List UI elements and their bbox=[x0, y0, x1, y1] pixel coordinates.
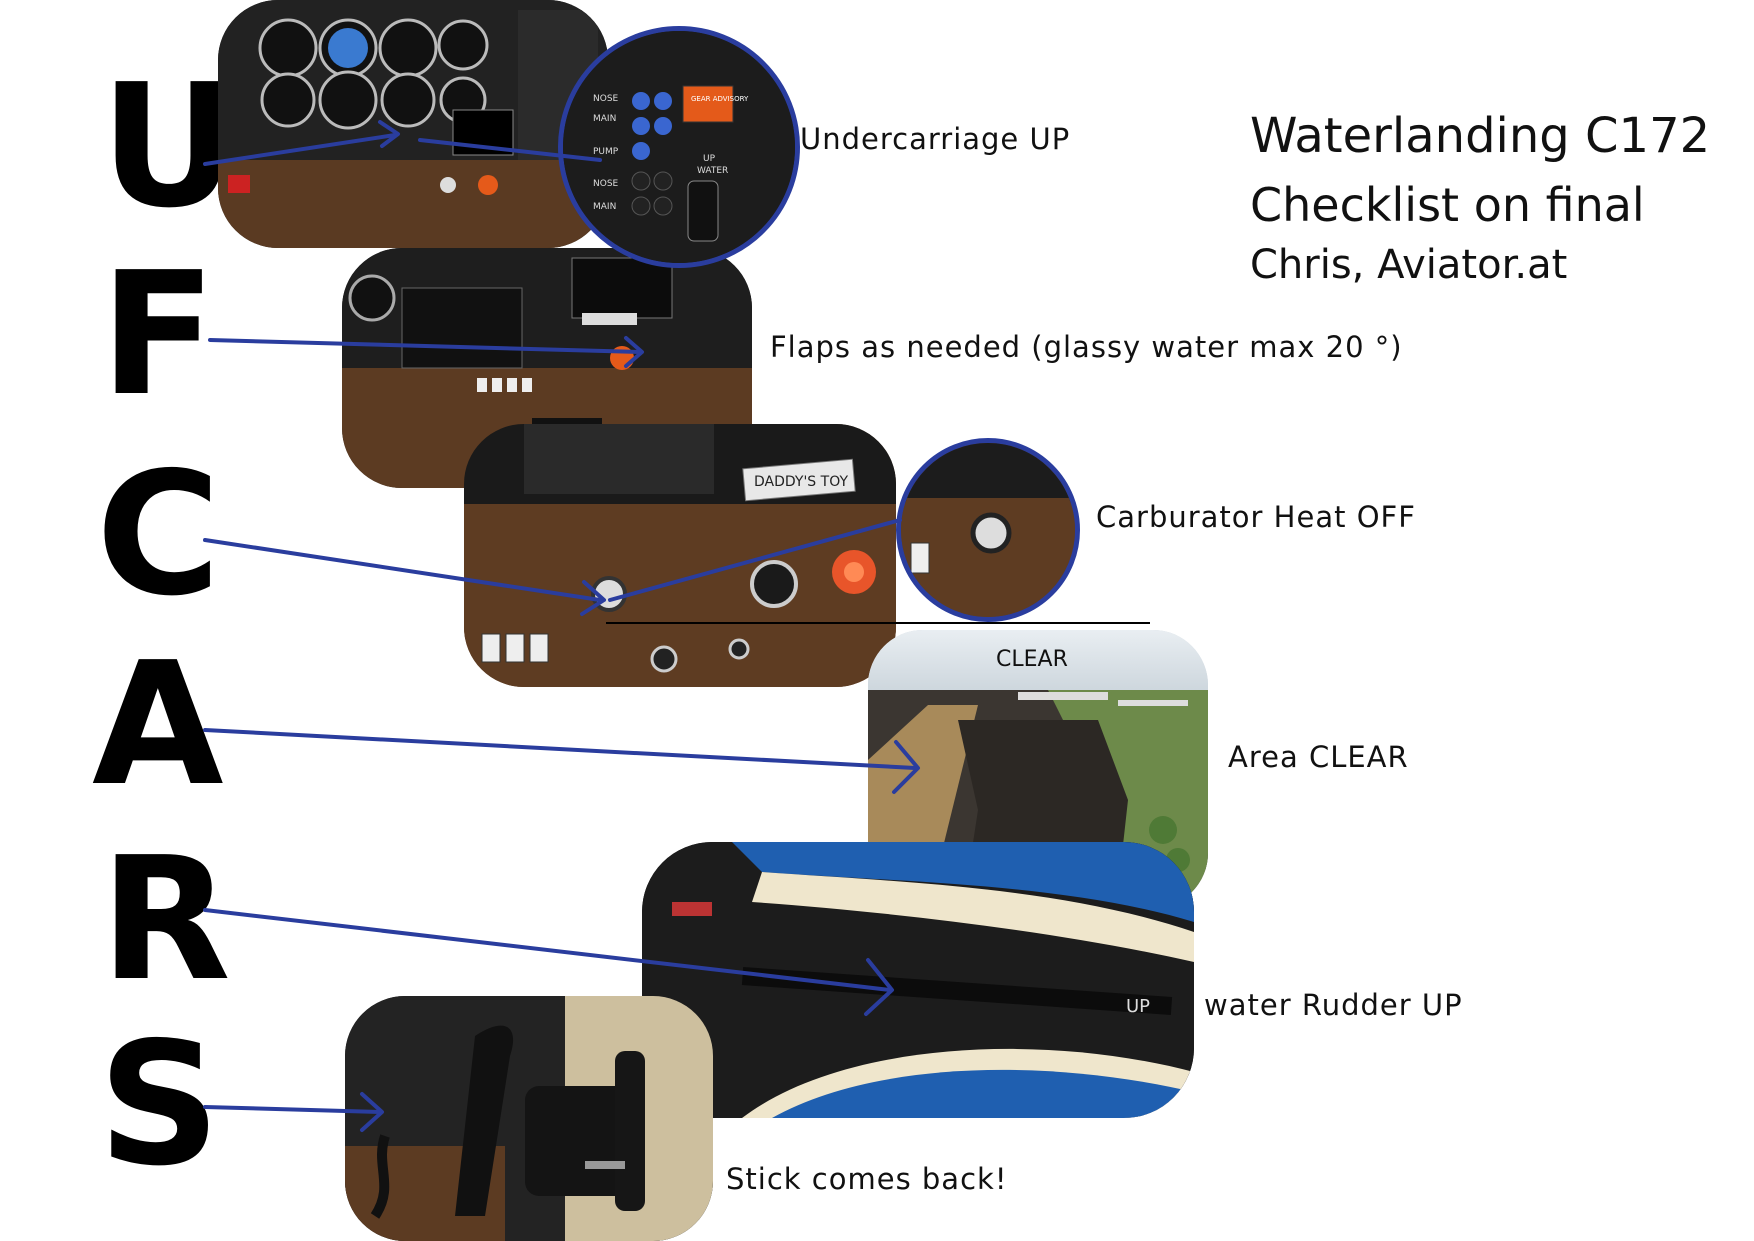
magnifier-link-c bbox=[608, 518, 902, 602]
gear-label-main-2: MAIN bbox=[593, 202, 616, 212]
arrow-r-head bbox=[864, 958, 894, 1016]
gear-label-water: WATER bbox=[697, 166, 728, 176]
label-area-clear: Area CLEAR bbox=[1228, 740, 1409, 774]
label-undercarriage: Undercarriage UP bbox=[800, 122, 1071, 156]
label-carb-heat: Carburator Heat OFF bbox=[1096, 500, 1416, 534]
arrow-u-head bbox=[378, 120, 400, 148]
carb-heat-magnifier bbox=[896, 438, 1080, 622]
rudder-photo-illustration: UP bbox=[642, 842, 1194, 1118]
label-flaps: Flaps as needed (glassy water max 20 °) bbox=[770, 330, 1403, 364]
label-water-rudder: water Rudder UP bbox=[1204, 988, 1463, 1022]
gear-label-main: MAIN bbox=[593, 114, 616, 124]
arrow-f-head bbox=[624, 336, 644, 368]
gear-advisory-label: GEAR ADVISORY bbox=[691, 95, 749, 103]
arrow-a-head bbox=[892, 740, 920, 794]
gear-label-nose-2: NOSE bbox=[593, 179, 619, 189]
yoke-photo-illustration bbox=[345, 996, 713, 1241]
arrow-f bbox=[208, 338, 642, 354]
letter-a: A bbox=[92, 626, 224, 824]
photo-water-rudder: UP bbox=[642, 842, 1194, 1118]
gear-label-pump: PUMP bbox=[593, 147, 619, 157]
title-line-2: Checklist on final bbox=[1250, 178, 1645, 232]
label-stick-back: Stick comes back! bbox=[726, 1162, 1008, 1196]
arrow-s bbox=[203, 1105, 382, 1114]
instrument-panel-illustration bbox=[218, 0, 608, 248]
photo-control-yoke bbox=[345, 996, 713, 1241]
placard-text: DADDY'S TOY bbox=[754, 474, 848, 490]
title-line-1: Waterlanding C172 bbox=[1250, 108, 1711, 164]
photo-instrument-panel bbox=[218, 0, 608, 248]
letter-c: C bbox=[96, 436, 221, 634]
magnifier-link-u bbox=[418, 138, 602, 162]
letter-s: S bbox=[98, 1006, 221, 1204]
letter-u: U bbox=[100, 48, 239, 246]
divider-line bbox=[606, 622, 1150, 624]
arrow-a bbox=[203, 728, 917, 770]
arrow-c-head bbox=[580, 580, 606, 616]
arrow-c bbox=[203, 538, 602, 602]
gear-panel-illustration: GEAR ADVISORY NOSE MAIN PUMP NOSE MAIN U… bbox=[563, 31, 795, 263]
rudder-handle-label: UP bbox=[1126, 996, 1150, 1017]
arrow-u bbox=[203, 133, 397, 166]
arrow-s-head bbox=[360, 1092, 384, 1132]
arrow-r bbox=[203, 908, 892, 992]
letter-f: F bbox=[100, 236, 217, 434]
gear-panel-magnifier: GEAR ADVISORY NOSE MAIN PUMP NOSE MAIN U… bbox=[558, 26, 800, 268]
gear-label-up: UP bbox=[703, 154, 716, 164]
gear-label-nose: NOSE bbox=[593, 94, 619, 104]
title-line-3: Chris, Aviator.at bbox=[1250, 242, 1568, 288]
letter-r: R bbox=[100, 821, 231, 1019]
area-photo-caption: CLEAR bbox=[996, 647, 1068, 672]
